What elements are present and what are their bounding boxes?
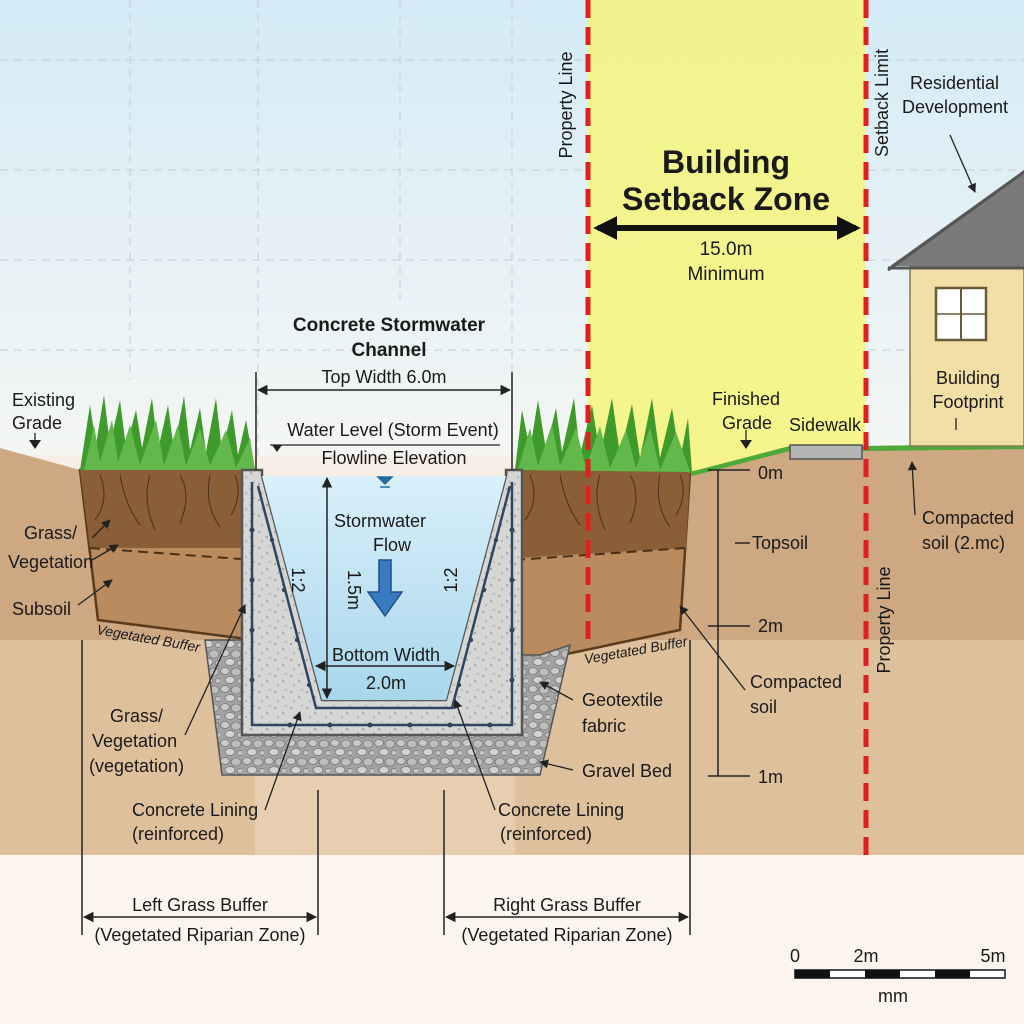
setback-limit-label: Setback Limit [872,49,892,157]
sidewalk-slab [789,444,863,460]
roots [94,474,684,531]
setback-zone-line2: Setback Zone [622,181,830,217]
bottom-width-line2: 2.0m [366,673,406,693]
grass-right [515,398,692,472]
house [887,170,1024,447]
top-width-dimension [255,372,513,470]
compacted-soil-right-line2: soil (2.mc) [922,533,1005,553]
compacted-soil-right-line1: Compacted [922,508,1014,528]
compacted-soil-line2: soil [750,697,777,717]
finished-grade-line1: Finished [712,389,780,409]
depth-label: 1.5m [344,570,364,610]
concrete-lining-left-line1: Concrete Lining [132,800,258,820]
slope-right-label: 1:2 [441,567,461,592]
geotextile-line1: Geotextile [582,690,663,710]
setback-distance-line1: 15.0m [700,239,753,260]
setback-zone-line1: Building [662,144,790,180]
elevation-0-label: 0m [758,463,783,483]
concrete-lining-right-line1: Concrete Lining [498,800,624,820]
top-width-label: Top Width 6.0m [321,367,446,387]
concrete-lining-right-line2: (reinforced) [500,824,592,844]
elevation-2-label: 2m [758,616,783,636]
left-topsoil [80,470,255,548]
background-grid [0,0,1024,460]
scale-unit: mm [878,986,908,1006]
grass-left [80,395,255,470]
topsoil-label: Topsoil [752,533,808,553]
left-buffer-line2: (Vegetated Riparian Zone) [94,925,305,945]
stormwater-flow-line1: Stormwater [334,511,426,531]
compacted-soil-line1: Compacted [750,672,842,692]
gravel-bed-label: Gravel Bed [582,761,672,781]
finished-grade-marker [740,440,752,449]
building-footprint-line2: Footprint [932,392,1003,412]
water-surface-symbol [376,476,394,488]
existing-grade-line2: Grade [12,413,62,433]
stormwater-flow-line2: Flow [373,535,412,555]
slope-left-label: 1:2 [288,567,308,592]
geotextile-line2: fabric [582,716,626,736]
rebar [250,482,514,727]
rebar-dots [249,527,515,728]
water-level-label: Water Level (Storm Event) [287,420,498,440]
grass-lower-line2: Vegetation [92,731,177,751]
existing-grade-marker [29,440,41,449]
property-line-left-label: Property Line [556,51,576,158]
flowline-label: Flowline Elevation [321,448,466,468]
water-level-marker [272,445,282,452]
bottom-width-line1: Bottom Width [332,645,440,665]
existing-grade-line1: Existing [12,390,75,410]
scale-tick-5: 5m [980,946,1005,966]
grass-strip-right [690,443,1024,476]
residential-line2: Development [902,97,1008,117]
concrete-lining-left-line2: (reinforced) [132,824,224,844]
residential-line1: Residential [910,73,999,93]
right-buffer-line1: Right Grass Buffer [493,895,641,915]
lower-background [0,855,1024,1024]
right-topsoil-line [514,547,687,561]
building-footprint-line1: Building [936,368,1000,388]
buffer-dimensions [81,640,691,935]
property-line-right-label: Property Line [874,566,894,673]
grass-lower-line3: (vegetation) [89,756,184,776]
channel-title-line2: Channel [352,340,427,361]
subsoil-label: Subsoil [12,599,71,619]
left-buffer-line1: Left Grass Buffer [132,895,268,915]
scale-tick-2: 2m [853,946,878,966]
elevation-1-label: 1m [758,767,783,787]
flow-arrow [366,559,404,618]
right-topsoil [515,470,690,558]
elevation-chain [708,469,750,777]
grass-left-line1: Grass/ [24,523,77,543]
left-topsoil-line [89,547,256,561]
scale-tick-0: 0 [790,946,800,966]
channel-title-line1: Concrete Stormwater [293,315,486,336]
sidewalk-label: Sidewalk [789,415,862,435]
right-buffer-line2: (Vegetated Riparian Zone) [461,925,672,945]
finished-grade-line2: Grade [722,413,772,433]
grass-left-line2: Vegetation [8,552,93,572]
leader-lines [34,134,976,811]
setback-distance-line2: Minimum [687,264,764,285]
grass-lower-line1: Grass/ [110,706,163,726]
scale-bar [794,969,1006,979]
